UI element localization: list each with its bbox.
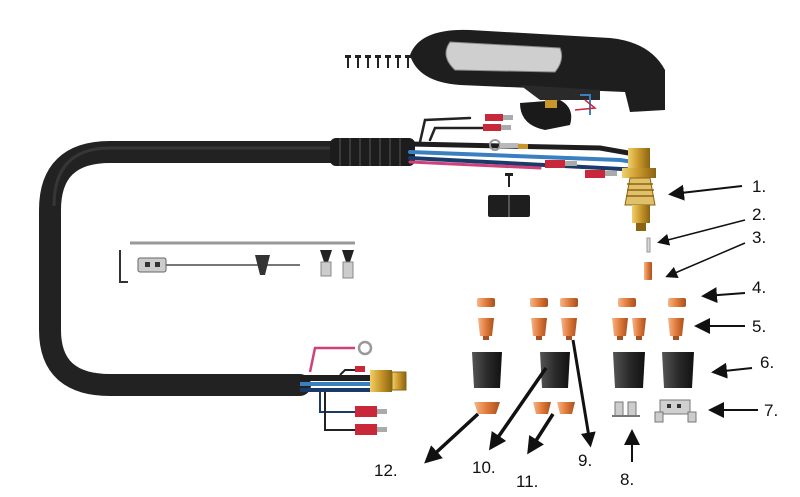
callout-10: 10. [472, 458, 496, 477]
cable-end-connector [300, 340, 407, 435]
callout-6: 6. [760, 353, 774, 372]
swirl-rings [477, 298, 686, 307]
callout-7: 7. [764, 401, 778, 420]
strain-relief [330, 138, 415, 166]
lead-connectors [483, 114, 617, 178]
torch-head [622, 148, 656, 231]
callout-8: 8. [620, 470, 634, 489]
screws [345, 55, 411, 68]
callout-4: 4. [752, 278, 766, 297]
bottom-copper-parts [474, 402, 575, 414]
callout-9: 9. [578, 451, 592, 470]
callout-11: 11. [516, 472, 538, 491]
trigger [520, 100, 572, 130]
nozzle-tips [478, 318, 684, 340]
callout-12: 12. [374, 461, 398, 480]
spacer-guides [612, 399, 697, 423]
callout-5: 5. [752, 317, 766, 336]
circle-cutting-guide [119, 241, 355, 283]
callout-1: 1. [752, 177, 766, 196]
insulator-block [488, 173, 530, 217]
callout-3: 3. [752, 228, 766, 247]
torch-handle [410, 29, 665, 115]
shield-cups [472, 352, 694, 388]
callout-2: 2. [752, 205, 766, 224]
part-2-electrode [646, 237, 651, 253]
callout-arrows [424, 184, 758, 464]
torch-cable [39, 141, 351, 396]
part-3-electrode [644, 262, 652, 280]
